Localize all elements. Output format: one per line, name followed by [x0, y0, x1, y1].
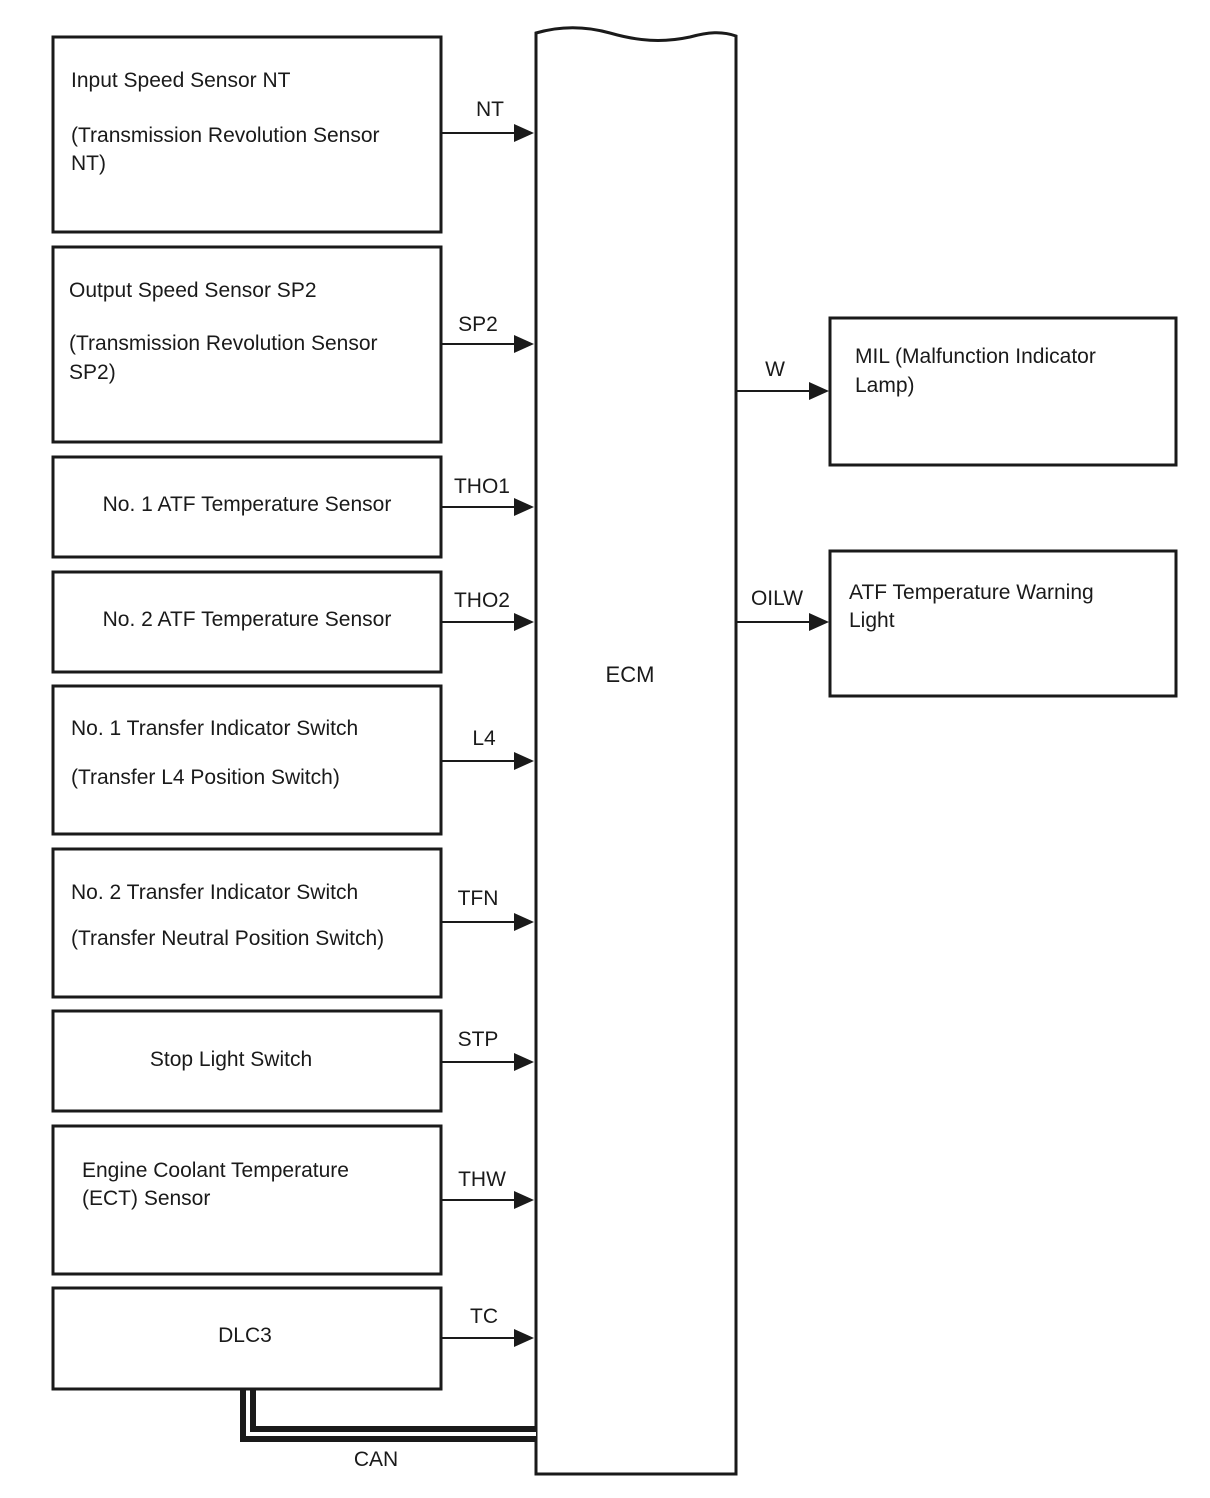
input-box-engine-coolant-temperature-sensor: Engine Coolant Temperature (ECT) Sensor	[51, 1124, 443, 1276]
box-text-line: Lamp)	[855, 374, 915, 397]
input-signal-nt: NT	[441, 98, 534, 142]
box-outline	[51, 1009, 443, 1113]
input-box-no1-transfer-indicator-switch: No. 1 Transfer Indicator Switch (Transfe…	[51, 684, 443, 836]
box-text: DLC3	[218, 1324, 272, 1347]
can-bus: CAN	[240, 1390, 536, 1471]
signal-label: TC	[470, 1305, 498, 1328]
signal-label: STP	[458, 1028, 499, 1051]
box-outline	[828, 316, 1178, 467]
arrow-right-icon	[809, 613, 829, 631]
box-text: No. 1 ATF Temperature Sensor	[103, 493, 392, 516]
box-outline	[51, 684, 443, 836]
box-text: MIL (Malfunction Indicator Lamp)	[855, 345, 1102, 397]
arrow-right-icon	[514, 124, 534, 142]
box-text-line: NT)	[71, 152, 106, 175]
can-bus-line	[240, 1390, 536, 1442]
arrow-right-icon	[809, 382, 829, 400]
box-text: No. 2 Transfer Indicator Switch (Transfe…	[71, 881, 384, 950]
signal-label: W	[765, 358, 785, 381]
input-signal-thw: THW	[441, 1168, 534, 1209]
arrow-right-icon	[514, 913, 534, 931]
signal-label: THO1	[454, 475, 510, 498]
signal-label: L4	[472, 727, 496, 750]
box-text-line: No. 1 ATF Temperature Sensor	[103, 493, 392, 516]
input-signal-l4: L4	[441, 727, 534, 770]
input-box-stop-light-switch: Stop Light Switch	[51, 1009, 443, 1113]
box-text: Input Speed Sensor NT (Transmission Revo…	[71, 69, 385, 175]
can-label: CAN	[354, 1448, 398, 1471]
output-box-atf-temperature-warning-light: ATF Temperature Warning Light	[828, 549, 1178, 698]
arrow-right-icon	[514, 752, 534, 770]
input-signal-tho2: THO2	[441, 589, 534, 631]
ecm-outline	[534, 26, 738, 1476]
signal-label: NT	[476, 98, 504, 121]
arrow-right-icon	[514, 335, 534, 353]
box-outline	[51, 570, 443, 674]
box-text-line: SP2)	[69, 361, 116, 384]
input-signal-tfn: TFN	[441, 887, 534, 931]
box-text-line: (ECT) Sensor	[82, 1187, 210, 1210]
signal-label: THW	[458, 1168, 506, 1191]
box-text: No. 1 Transfer Indicator Switch (Transfe…	[71, 717, 364, 789]
arrow-right-icon	[514, 1191, 534, 1209]
box-text: Stop Light Switch	[150, 1048, 312, 1071]
box-outline	[51, 35, 443, 234]
signal-label: THO2	[454, 589, 510, 612]
box-text: ATF Temperature Warning Light	[849, 581, 1100, 632]
ecm-label: ECM	[606, 662, 655, 687]
box-text-line: Input Speed Sensor NT	[71, 69, 291, 92]
input-box-no1-atf-temperature-sensor: No. 1 ATF Temperature Sensor	[51, 455, 443, 559]
box-text-line: Light	[849, 609, 895, 632]
output-box-mil: MIL (Malfunction Indicator Lamp)	[828, 316, 1178, 467]
arrow-right-icon	[514, 498, 534, 516]
box-text-line: (Transfer Neutral Position Switch)	[71, 927, 384, 950]
arrow-right-icon	[514, 1053, 534, 1071]
arrow-right-icon	[514, 1329, 534, 1347]
box-text: Output Speed Sensor SP2 (Transmission Re…	[69, 279, 383, 384]
output-signal-oilw: OILW	[736, 587, 829, 631]
input-signal-sp2: SP2	[441, 313, 534, 353]
box-outline	[51, 1124, 443, 1276]
box-text-line: No. 2 ATF Temperature Sensor	[103, 608, 392, 631]
box-text-line: MIL (Malfunction Indicator	[855, 345, 1096, 368]
box-text: Engine Coolant Temperature (ECT) Sensor	[82, 1159, 355, 1210]
input-signal-tc: TC	[441, 1305, 534, 1347]
signal-label: SP2	[458, 313, 498, 336]
box-text-line: (Transmission Revolution Sensor	[69, 332, 378, 355]
box-text-line: (Transfer L4 Position Switch)	[71, 766, 340, 789]
box-outline	[51, 847, 443, 999]
box-text-line: No. 1 Transfer Indicator Switch	[71, 717, 358, 740]
box-text-line: DLC3	[218, 1324, 272, 1347]
box-text-line: No. 2 Transfer Indicator Switch	[71, 881, 358, 904]
box-outline	[828, 549, 1178, 698]
output-signal-w: W	[736, 358, 829, 400]
box-text-line: Engine Coolant Temperature	[82, 1159, 349, 1182]
input-box-no2-transfer-indicator-switch: No. 2 Transfer Indicator Switch (Transfe…	[51, 847, 443, 999]
input-signal-stp: STP	[441, 1028, 534, 1071]
box-text-line: (Transmission Revolution Sensor	[71, 124, 380, 147]
ecm-block: ECM	[534, 26, 738, 1476]
input-box-input-speed-sensor-nt: Input Speed Sensor NT (Transmission Revo…	[51, 35, 443, 234]
box-text-line: Stop Light Switch	[150, 1048, 312, 1071]
input-box-dlc3: DLC3	[51, 1286, 443, 1391]
signal-label: OILW	[751, 587, 803, 610]
input-box-output-speed-sensor-sp2: Output Speed Sensor SP2 (Transmission Re…	[51, 245, 443, 444]
input-signal-tho1: THO1	[441, 475, 534, 516]
box-text-line: Output Speed Sensor SP2	[69, 279, 317, 302]
arrow-right-icon	[514, 613, 534, 631]
input-box-no2-atf-temperature-sensor: No. 2 ATF Temperature Sensor	[51, 570, 443, 674]
signal-label: TFN	[458, 887, 499, 910]
box-text-line: ATF Temperature Warning	[849, 581, 1094, 604]
box-text: No. 2 ATF Temperature Sensor	[103, 608, 392, 631]
can-bus-line-inner	[246, 1390, 536, 1436]
